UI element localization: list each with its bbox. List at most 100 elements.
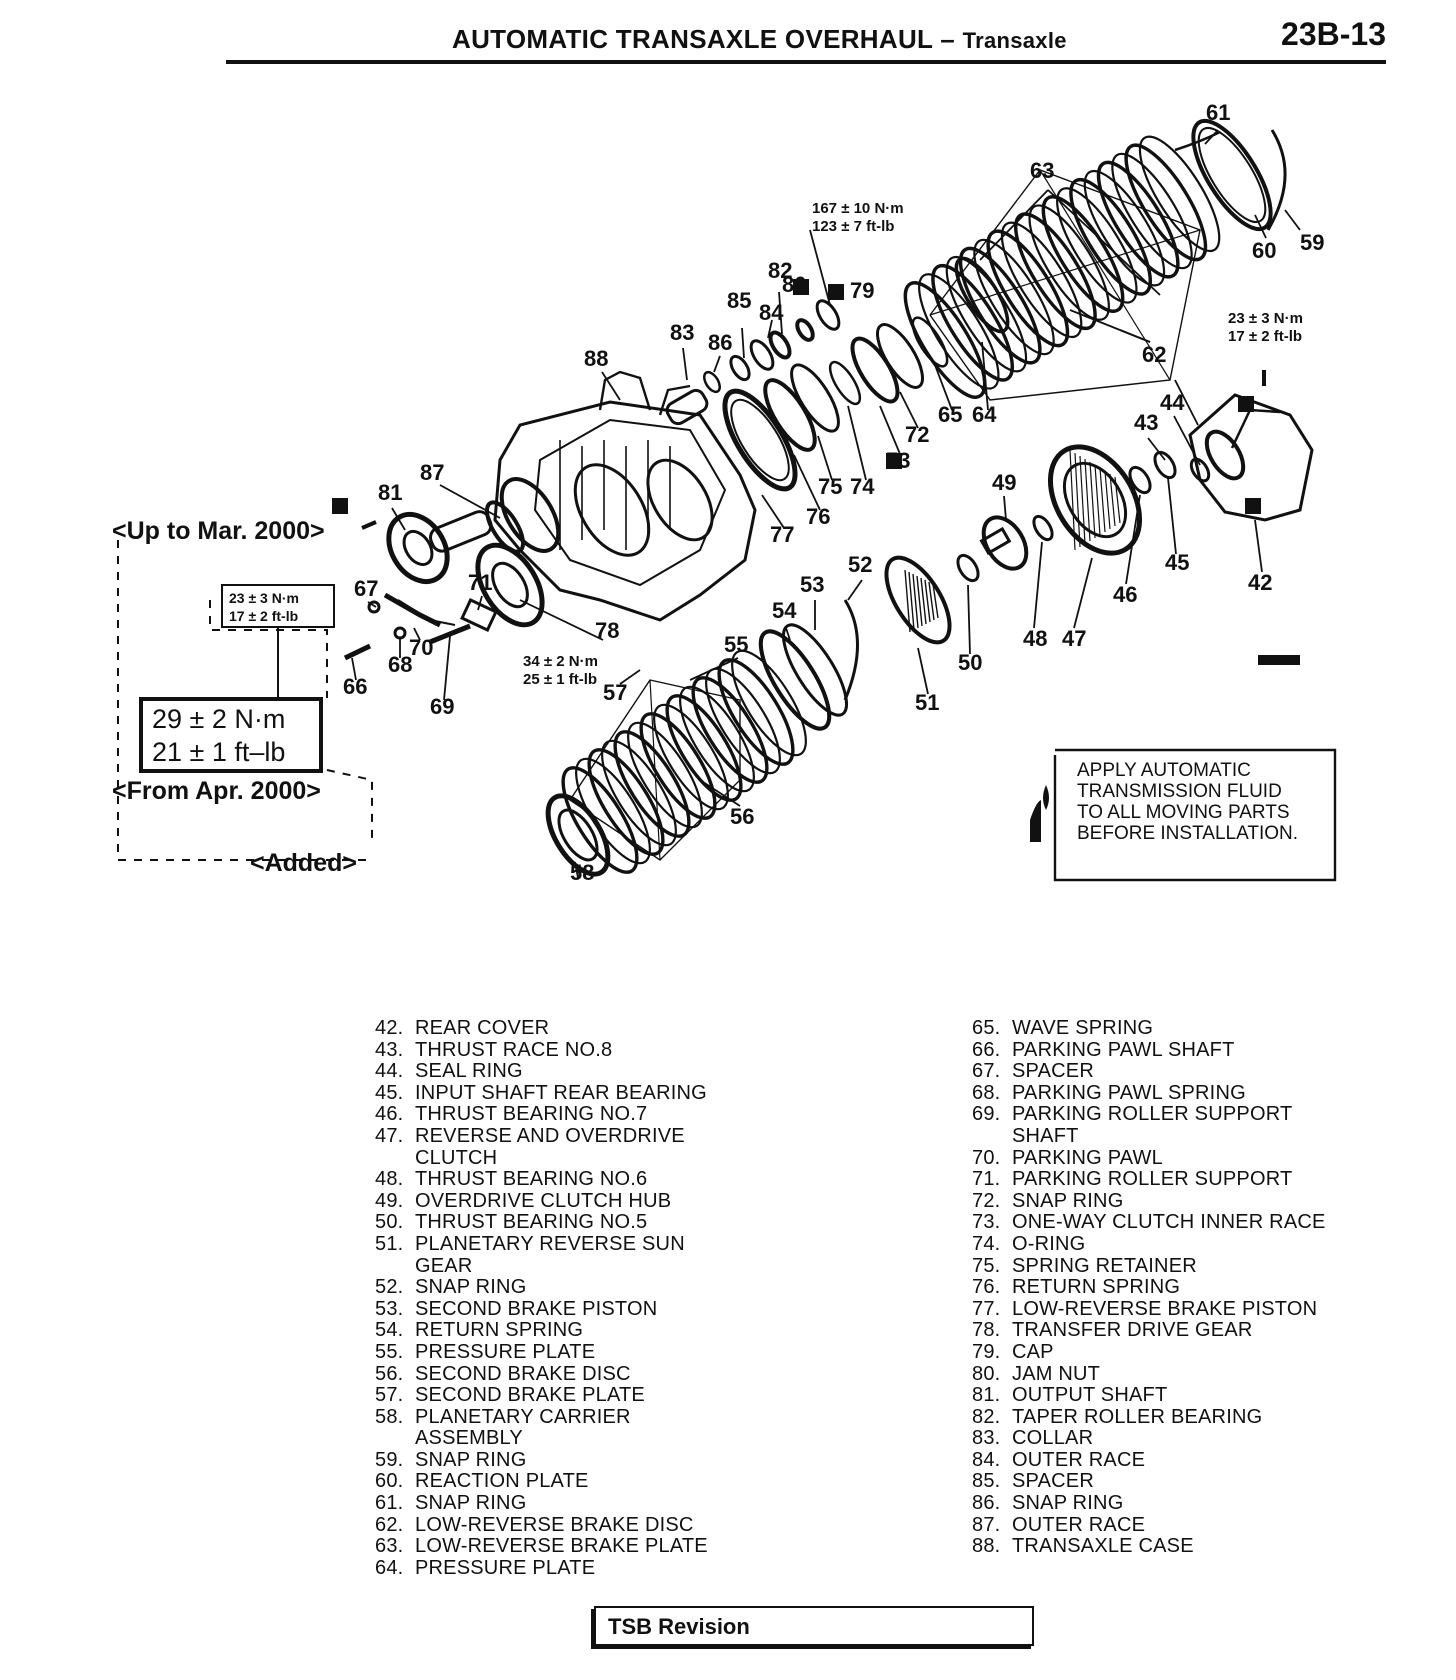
parts-legend-right: 65.WAVE SPRING 66.PARKING PAWL SHAFT 67.… bbox=[972, 1017, 1412, 1558]
part-label-75: 75 bbox=[818, 474, 842, 499]
part-label-85: 85 bbox=[727, 288, 751, 313]
clutch-plate bbox=[1124, 143, 1208, 262]
snap-ring bbox=[1174, 130, 1221, 152]
legend-item: 63.LOW-REVERSE BRAKE PLATE bbox=[375, 1535, 708, 1558]
tsb-revision-label: TSB Revision bbox=[608, 1614, 750, 1639]
leader-line bbox=[1033, 541, 1043, 629]
part-label-63: 63 bbox=[1030, 158, 1054, 183]
gear-tooth bbox=[916, 575, 923, 627]
output-shaft bbox=[429, 510, 493, 553]
legend-item: 64.PRESSURE PLATE bbox=[375, 1556, 596, 1579]
second-brake-piston bbox=[758, 629, 832, 731]
snap-ring-72 bbox=[876, 323, 924, 389]
envelope-line bbox=[649, 679, 661, 861]
legend-item: 77.LOW-REVERSE BRAKE PISTON bbox=[972, 1297, 1318, 1320]
legend-item: 75.SPRING RETAINER bbox=[972, 1254, 1197, 1277]
part-label-50: 50 bbox=[958, 650, 982, 675]
clutch-plate bbox=[973, 238, 1055, 356]
case-bore bbox=[499, 477, 561, 553]
second-brake-plate bbox=[717, 658, 795, 766]
leader-line bbox=[967, 584, 971, 655]
diagram-artwork bbox=[117, 118, 1337, 882]
inner-race bbox=[850, 336, 900, 404]
second-brake-plate bbox=[731, 649, 807, 757]
gear-tooth bbox=[924, 579, 931, 623]
hub-shaft bbox=[979, 526, 1012, 556]
legend-item: 58.PLANETARY CARRIER ASSEMBLY bbox=[375, 1405, 631, 1450]
drum-tooth bbox=[1099, 467, 1106, 533]
torque-nm: 167 ± 10 N·m bbox=[812, 200, 904, 217]
case-boss bbox=[598, 370, 652, 411]
leader-line bbox=[1174, 379, 1199, 426]
snap-ring-86 bbox=[703, 370, 721, 394]
gear-tooth bbox=[932, 583, 939, 619]
atf-note: APPLY AUTOMATIC TRANSMISSION FLUID TO AL… bbox=[1077, 760, 1298, 844]
cover-rib bbox=[1230, 408, 1281, 449]
badge-mark bbox=[1238, 396, 1254, 412]
legend-item: 51.PLANETARY REVERSE SUN GEAR bbox=[375, 1232, 685, 1277]
snap-ring bbox=[1266, 129, 1287, 231]
clutch-plate bbox=[931, 263, 1014, 382]
page-title: AUTOMATIC TRANSAXLE OVERHAUL – Transaxle bbox=[452, 24, 1067, 55]
leader-line bbox=[601, 371, 621, 401]
part-label-87: 87 bbox=[420, 460, 444, 485]
jam-nut bbox=[795, 318, 815, 342]
legend-item: 42.REAR COVER bbox=[375, 1017, 550, 1039]
fluid-drop-mark bbox=[1258, 655, 1300, 665]
part-label-58: 58 bbox=[570, 860, 594, 885]
leader-line bbox=[1047, 189, 1161, 296]
legend-item: 87.OUTER RACE bbox=[972, 1513, 1146, 1536]
part-label-59: 59 bbox=[1300, 230, 1324, 255]
title-separator: – bbox=[932, 24, 963, 54]
clutch-plate bbox=[918, 273, 1000, 390]
note-box bbox=[1053, 748, 1337, 882]
drum-tooth bbox=[1074, 452, 1081, 548]
legend-item: 53.SECOND BRAKE PISTON bbox=[375, 1297, 658, 1320]
drum-tooth bbox=[1104, 470, 1111, 530]
part-label-43: 43 bbox=[1134, 410, 1158, 435]
leader-line bbox=[1125, 494, 1141, 585]
thrust-bearing-46 bbox=[1128, 465, 1152, 495]
legend-item: 68.PARKING PAWL SPRING bbox=[972, 1081, 1246, 1104]
gear-tooth bbox=[912, 573, 919, 629]
leader-line bbox=[1069, 309, 1151, 343]
planetary-carrier bbox=[545, 793, 611, 877]
part-label-68: 68 bbox=[388, 652, 412, 677]
reaction-plate-inner bbox=[1197, 126, 1267, 224]
leader-line bbox=[519, 599, 604, 641]
drum-tooth bbox=[1084, 458, 1091, 542]
leader-line bbox=[1073, 557, 1093, 629]
note-line: TRANSMISSION FLUID bbox=[1077, 781, 1282, 802]
legend-item: 72.SNAP RING bbox=[972, 1189, 1124, 1212]
leader-line bbox=[767, 319, 773, 339]
badge-mark bbox=[793, 279, 809, 295]
part-label-60: 60 bbox=[1252, 238, 1276, 263]
gear-tooth bbox=[908, 571, 915, 631]
legend-item: 47.REVERSE AND OVERDRIVE CLUTCH bbox=[375, 1124, 685, 1169]
leader-line bbox=[367, 601, 377, 608]
second-return-spring bbox=[781, 623, 849, 717]
legend-item: 76.RETURN SPRING bbox=[972, 1276, 1181, 1299]
part-label-64: 64 bbox=[972, 402, 997, 427]
leader-line bbox=[1173, 415, 1201, 466]
torque-spec-rear-cover: 23 ± 3 N·m 17 ± 2 ft-lb bbox=[1228, 310, 1303, 345]
badge-mark bbox=[1245, 498, 1261, 514]
part-label-77: 77 bbox=[770, 522, 794, 547]
revision-added: <Added> bbox=[250, 849, 357, 877]
parking-pawl bbox=[397, 599, 456, 626]
part-label-73: 73 bbox=[886, 448, 910, 473]
legend-item: 50.THRUST BEARING NO.5 bbox=[375, 1211, 648, 1234]
leader-line bbox=[689, 657, 739, 681]
legend-item: 73.ONE-WAY CLUTCH INNER RACE bbox=[972, 1211, 1326, 1234]
leader-line bbox=[1204, 129, 1219, 145]
outer-race-87 bbox=[485, 500, 525, 554]
part-label-72: 72 bbox=[905, 422, 929, 447]
torque-ftlb: 21 ± 1 ft–lb bbox=[152, 737, 285, 767]
leader-line bbox=[351, 657, 357, 681]
part-label-55: 55 bbox=[724, 632, 748, 657]
envelope-line bbox=[929, 229, 1201, 316]
leader-line bbox=[1254, 519, 1263, 573]
part-label-86: 86 bbox=[708, 330, 732, 355]
legend-item: 60.REACTION PLATE bbox=[375, 1470, 589, 1493]
part-label-45: 45 bbox=[1165, 550, 1189, 575]
